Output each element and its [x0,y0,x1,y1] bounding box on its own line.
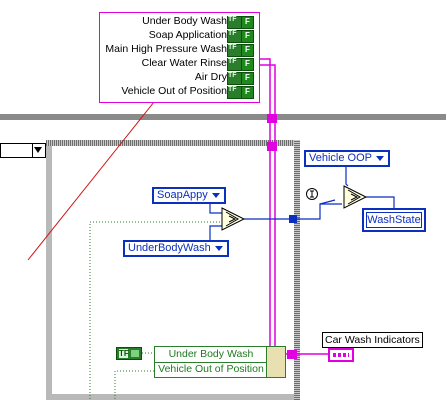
boolean-input-icon[interactable] [306,188,318,200]
chevron-down-icon[interactable] [211,193,220,198]
under-body-wash-constant[interactable]: UnderBodyWash [123,240,229,257]
unbundle-row[interactable]: Vehicle Out of Position [155,362,267,378]
soap-appy-constant[interactable]: SoapAppy [152,187,226,204]
case-structure-right-edge [294,140,300,400]
boolean-terminal-icon [227,30,242,43]
bundle-row: Clear Water Rinse F [102,57,254,71]
unbundle-row[interactable]: Under Body Wash [155,347,267,363]
bundle-label: Main High Pressure Wash [105,43,227,55]
bundle-label: Soap Application [148,29,227,41]
bundle-label: Vehicle Out of Position [121,85,227,97]
cluster-tunnel-top [267,142,277,151]
case-selector[interactable] [0,143,46,158]
bundle-row: Soap Application F [102,29,254,43]
bundle-label: Air Dry [194,71,227,83]
washstate-label: WashState [367,214,421,226]
boolean-terminal-icon [227,44,242,57]
car-wash-indicators-label: Car Wash Indicators [322,332,423,348]
chevron-down-icon[interactable] [34,147,42,153]
vehicle-oop-label: Vehicle OOP [309,152,372,164]
chevron-down-icon[interactable] [214,246,223,251]
boolean-constant-label: TF [119,349,129,358]
case-structure-top-edge [46,140,300,146]
enum-tunnel [289,215,297,223]
chevron-down-icon[interactable] [375,156,384,161]
bundle-row: Main High Pressure Wash F [102,43,254,57]
bundle-value[interactable]: F [241,30,254,43]
boolean-wire[interactable] [89,221,220,400]
car-wash-indicators-terminal[interactable] [328,348,354,362]
cluster-wire[interactable] [258,58,328,355]
bundle-value[interactable]: F [241,16,254,29]
unbundle-by-name[interactable]: Under Body Wash Vehicle Out of Position [154,346,286,378]
case-selector-divider [32,144,33,157]
annotation-arrow [27,91,163,261]
under-body-wash-label: UnderBodyWash [128,242,211,254]
bundle-row: Vehicle Out of Position F [102,85,254,99]
diagram-separator-bar [0,114,446,120]
soap-appy-label: SoapAppy [157,189,208,201]
bundle-label: Under Body Wash [142,15,227,27]
cluster-tunnel-bottom [287,350,297,359]
bundle-value[interactable]: F [241,72,254,85]
unbundle-node-edge [266,347,285,377]
boolean-constant-indicator [131,350,139,357]
select-function-icon[interactable] [221,207,246,231]
boolean-terminal-icon [227,86,242,99]
bundle-row: Air Dry F [102,71,254,85]
boolean-terminal-icon [227,72,242,85]
washstate-indicator[interactable]: WashState [362,208,426,232]
boolean-terminal-icon [227,16,242,29]
bundle-label: Clear Water Rinse [141,57,227,69]
bundle-value[interactable]: F [241,86,254,99]
bundle-row: Under Body Wash F [102,15,254,29]
boolean-terminal-icon [227,58,242,71]
select-function-icon-2[interactable] [343,185,368,209]
vehicle-oop-constant[interactable]: Vehicle OOP [304,150,390,167]
cluster-wire-junction [267,114,277,123]
enum-wire[interactable] [174,165,395,248]
cluster-bundle[interactable]: Under Body Wash F Soap Application F Mai… [99,12,260,103]
bundle-value[interactable]: F [241,58,254,71]
boolean-constant[interactable]: TF [116,347,142,360]
bundle-value[interactable]: F [241,44,254,57]
